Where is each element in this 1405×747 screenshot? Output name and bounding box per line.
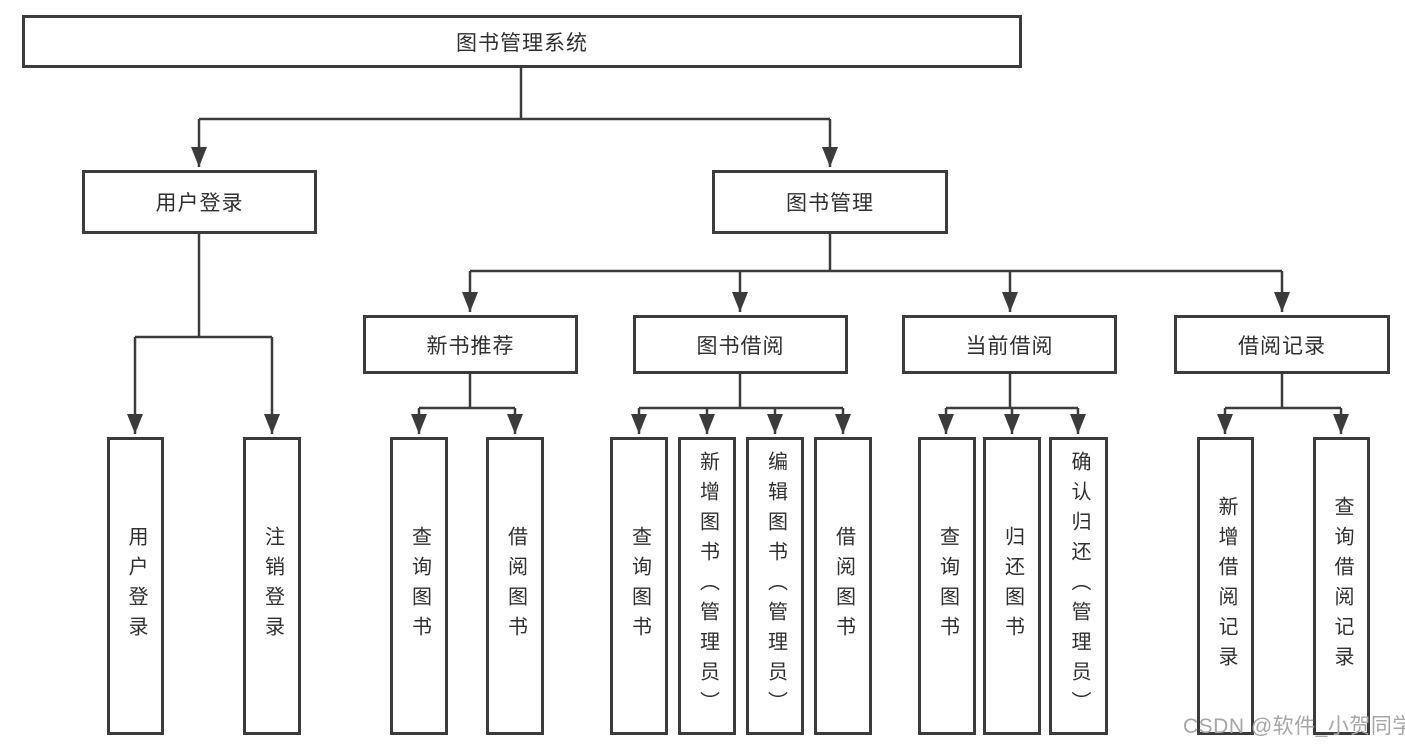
- node-label: 查询图书: [408, 526, 431, 646]
- leaf-borrow-books-recommend: 借阅图书: [486, 437, 544, 735]
- leaf-borrow-books: 借阅图书: [814, 437, 872, 735]
- node-label: 编辑图书（管理员）: [764, 451, 787, 721]
- node-label: 借阅图书: [832, 526, 855, 646]
- node-label: 新增图书（管理员）: [696, 451, 719, 721]
- node-label: 查询借阅记录: [1331, 496, 1353, 676]
- node-label: 用户登录: [155, 192, 244, 215]
- leaf-return-books: 归还图书: [983, 437, 1041, 735]
- node-new-book-recommend: 新书推荐: [363, 315, 578, 374]
- node-label: 归还图书: [1001, 526, 1024, 646]
- leaf-logout: 注销登录: [243, 437, 301, 735]
- node-book-borrow: 图书借阅: [633, 315, 848, 374]
- leaf-query-books-current: 查询图书: [918, 437, 976, 735]
- node-book-management: 图书管理: [712, 170, 948, 234]
- node-label: 图书借阅: [696, 334, 785, 358]
- node-label: 图书管理系统: [456, 31, 588, 55]
- csdn-watermark: CSDN @软件_小贺同学: [1183, 715, 1405, 738]
- node-label: 新增借阅记录: [1215, 496, 1237, 676]
- node-library-system: 图书管理系统: [22, 15, 1022, 68]
- leaf-query-books-recommend: 查询图书: [390, 437, 448, 735]
- leaf-add-borrow-record: 新增借阅记录: [1197, 437, 1254, 735]
- node-label: 用户登录: [125, 526, 147, 646]
- node-label: 借阅记录: [1238, 334, 1326, 358]
- leaf-edit-books-admin: 编辑图书（管理员）: [746, 437, 804, 735]
- node-current-borrow: 当前借阅: [902, 315, 1117, 374]
- leaf-query-books: 查询图书: [610, 437, 668, 735]
- node-label: 图书管理: [786, 192, 874, 215]
- node-label: 查询图书: [936, 526, 959, 646]
- leaf-user-login: 用户登录: [107, 437, 164, 735]
- node-label: 当前借阅: [965, 334, 1054, 358]
- node-label: 注销登录: [261, 526, 284, 646]
- node-label: 新书推荐: [426, 334, 515, 358]
- leaf-add-books-admin: 新增图书（管理员）: [678, 437, 736, 735]
- node-borrow-records: 借阅记录: [1174, 315, 1390, 374]
- leaf-query-borrow-record: 查询借阅记录: [1313, 437, 1370, 735]
- leaf-confirm-return-admin: 确认归还（管理员）: [1049, 437, 1108, 735]
- node-label: 查询图书: [628, 526, 651, 646]
- node-label: 确认归还（管理员）: [1068, 451, 1090, 721]
- node-label: 借阅图书: [504, 526, 527, 646]
- node-user-login: 用户登录: [82, 170, 317, 234]
